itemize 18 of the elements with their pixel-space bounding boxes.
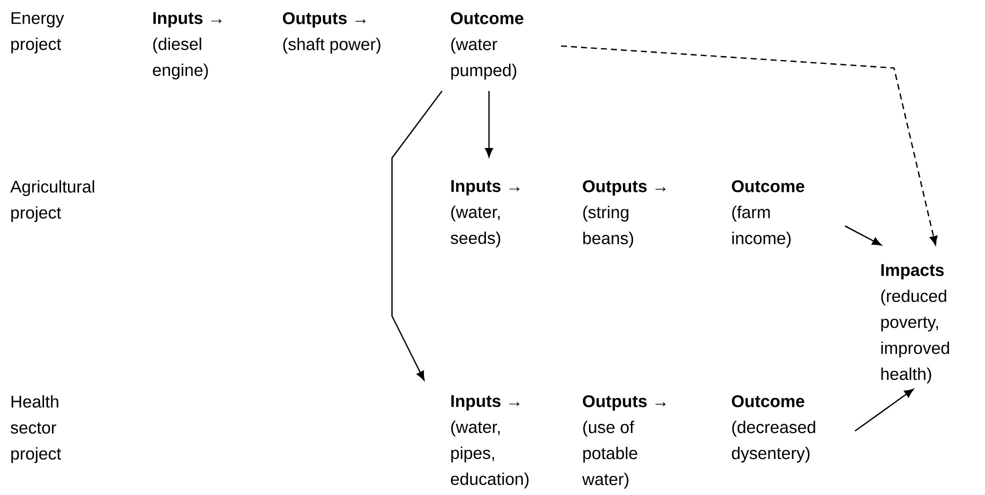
stage-text: Inputs → (water, seeds) [450,180,520,248]
stage-text: Outcome (decreased dysentery) [732,395,816,463]
stage-text: Impacts (reduced poverty, improved health) [881,264,949,384]
stage-text: Outputs → (use of potable water) [582,395,666,489]
stage-text: Outcome (farm income) [732,180,804,248]
row-label: Agricultural project [10,180,94,222]
stage-text: Outputs → (string beans) [582,180,666,248]
stage-text: Outcome (water pumped) [450,12,524,80]
dashed-arrow [560,45,938,246]
stage-text: Inputs → (water, pipes, education) [450,395,529,488]
stage-text: Outputs → (shaft power) [282,12,380,54]
arrow [844,225,882,246]
row-label: Energy project [11,12,64,54]
arrow [485,91,493,158]
row-label: Health sector project [10,395,62,464]
arrow [391,90,443,380]
stage-text: Inputs → (diesel engine) [152,12,222,80]
arrow [854,388,914,432]
